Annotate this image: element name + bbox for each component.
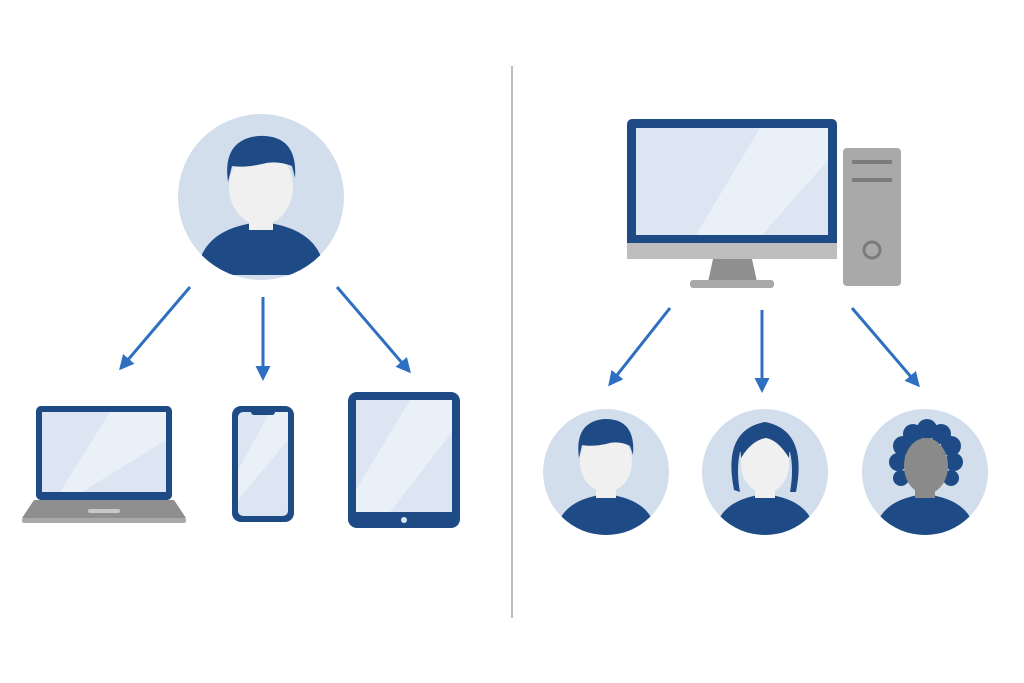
right-panel <box>543 119 988 535</box>
user-long-hair-icon <box>702 409 828 535</box>
desktop-computer-icon <box>627 119 901 288</box>
user-curly-hair-icon <box>862 409 988 535</box>
user-icon <box>178 114 344 280</box>
edge-arrow <box>119 286 192 371</box>
smartphone-icon <box>232 406 294 522</box>
edge-arrow <box>850 307 920 388</box>
edge-arrow <box>335 286 411 374</box>
tablet-icon <box>348 392 460 528</box>
left-panel <box>22 114 460 528</box>
laptop-icon <box>22 406 186 523</box>
user-short-hair-icon <box>543 409 669 535</box>
edge-arrow <box>608 307 672 387</box>
